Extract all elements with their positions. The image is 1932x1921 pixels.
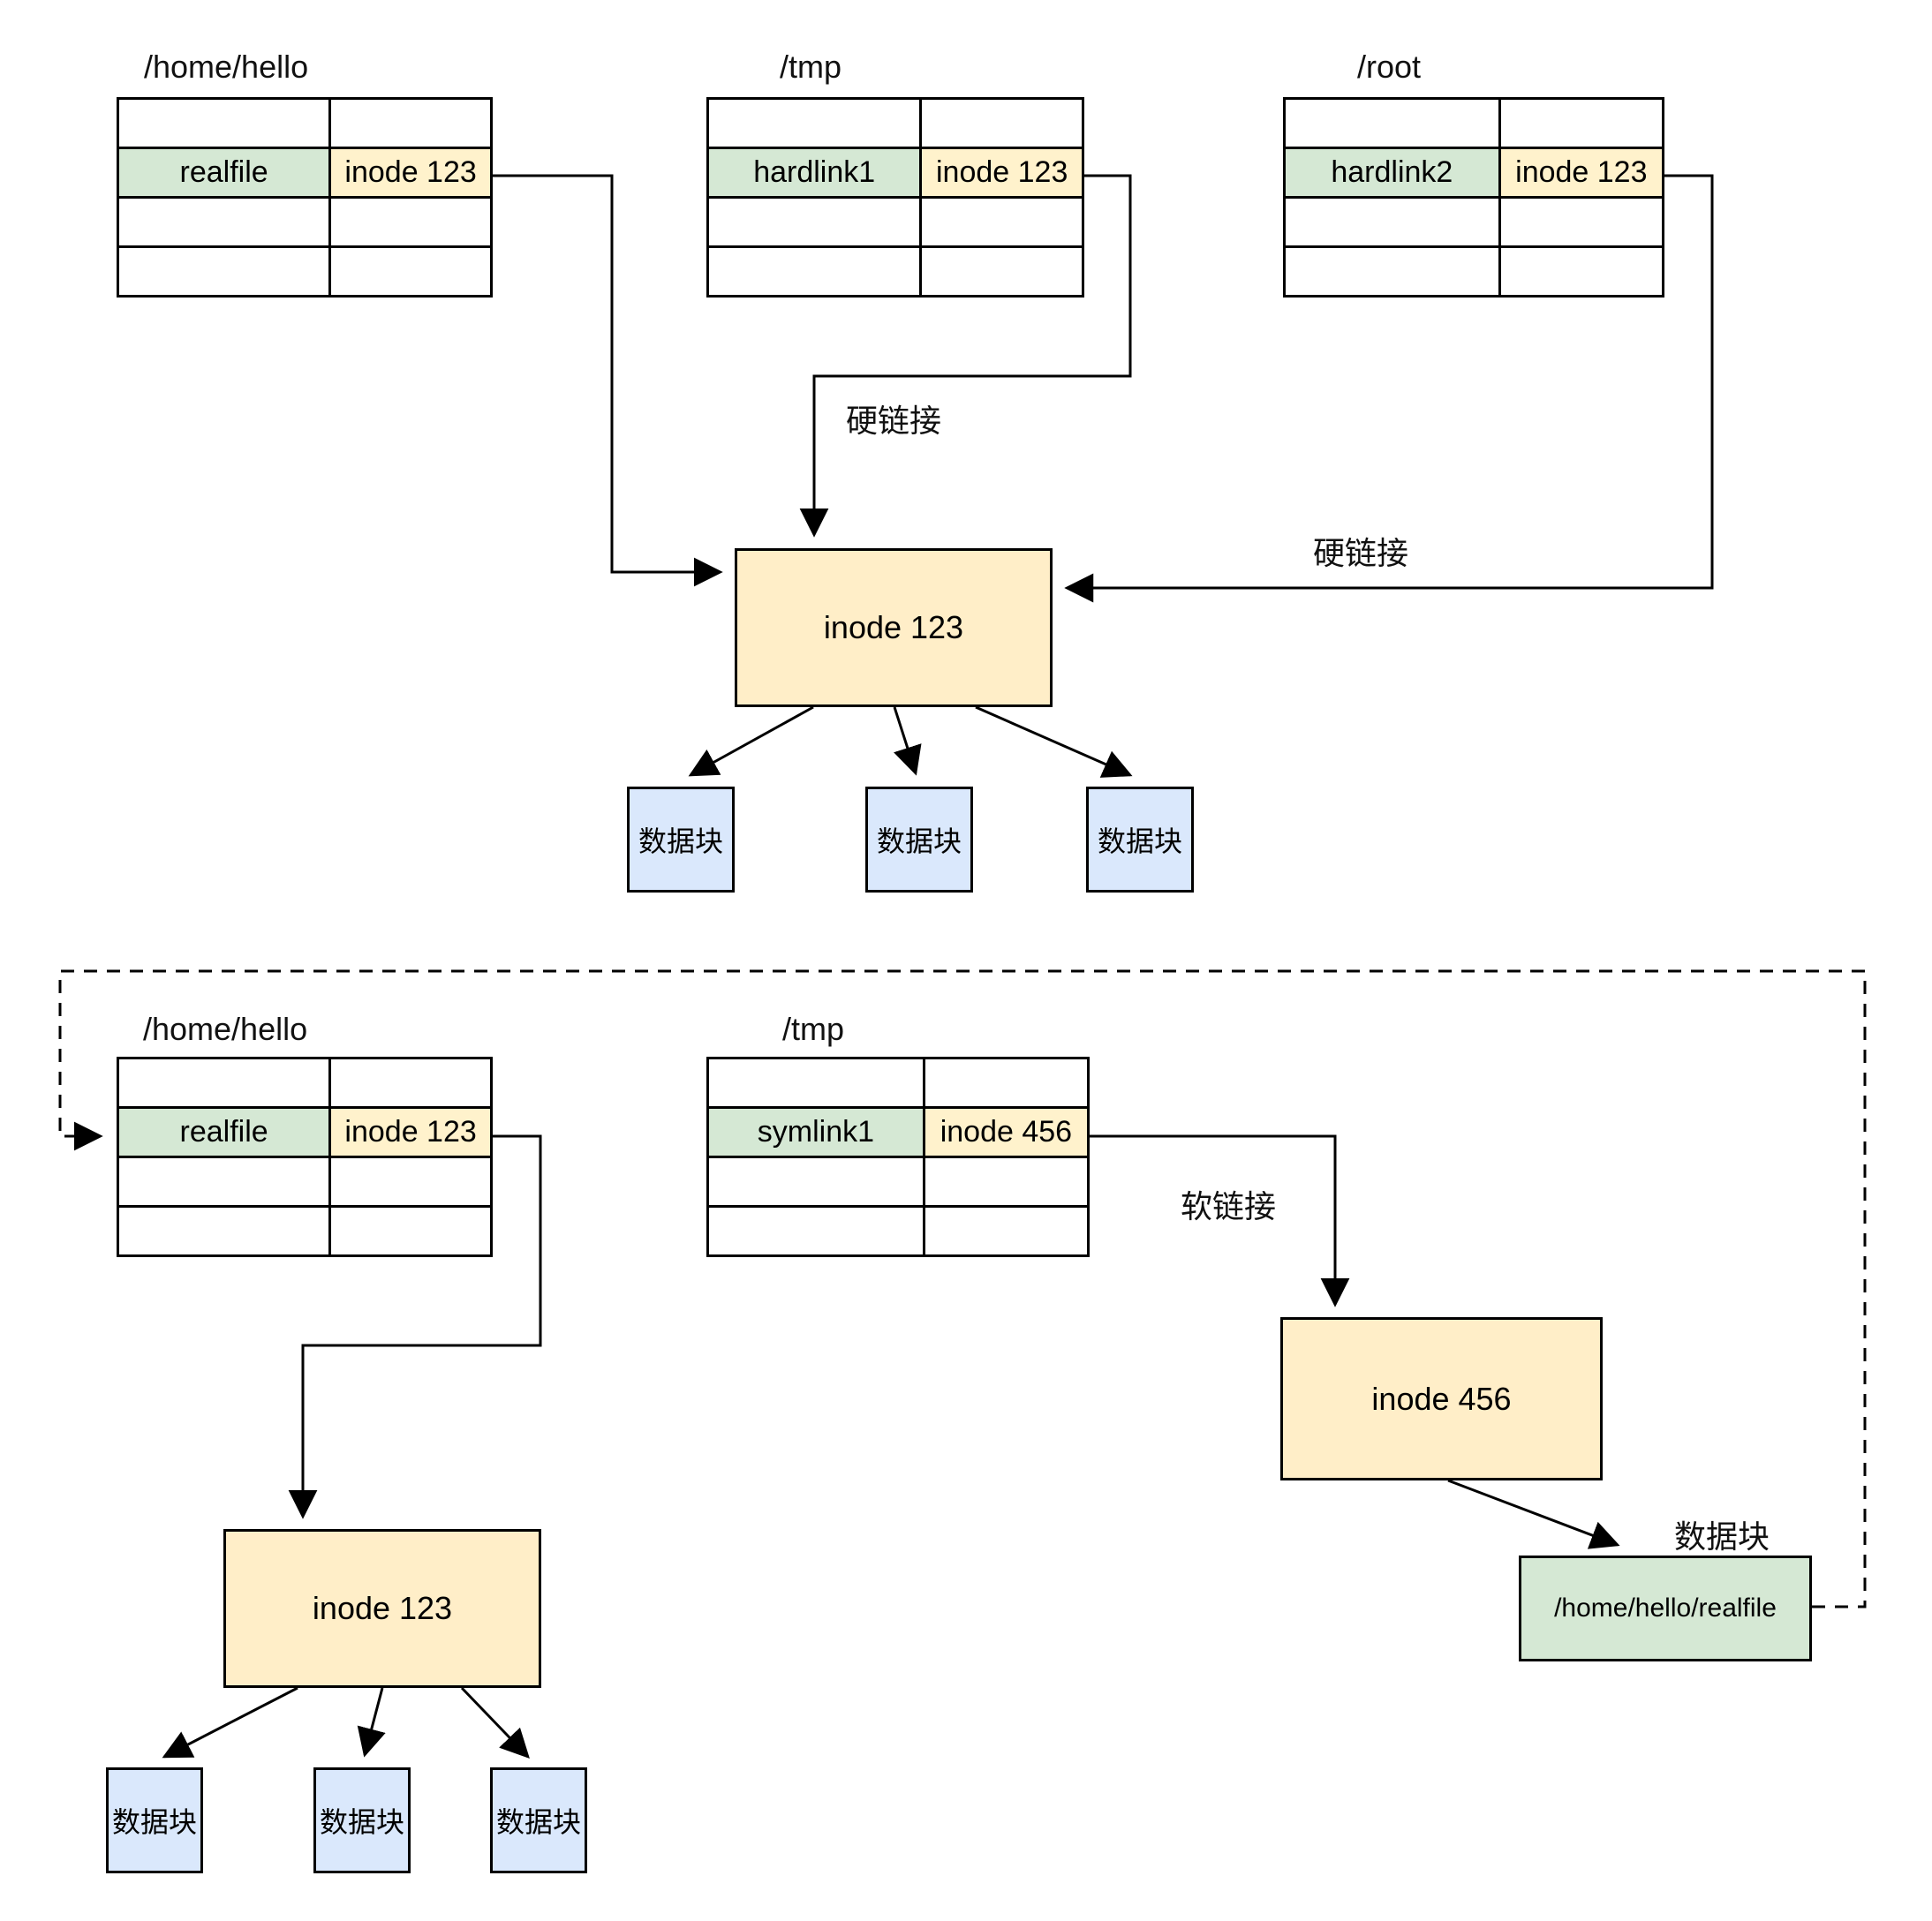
entry-inode-456: inode 456 bbox=[924, 1109, 1087, 1156]
dir-table-tmp-top: hardlink1 inode 123 bbox=[706, 97, 1084, 298]
inode-456-box: inode 456 bbox=[1280, 1317, 1603, 1480]
empty-cell bbox=[331, 100, 490, 147]
data-block: 数据块 bbox=[1086, 787, 1194, 893]
dir-title-home-hello-bottom: /home/hello bbox=[143, 1011, 308, 1047]
arrow-hardlink2-to-inode123 bbox=[1064, 174, 1714, 603]
realfile-path-datablock: /home/hello/realfile bbox=[1519, 1556, 1812, 1661]
entry-name-hardlink1: hardlink1 bbox=[709, 149, 923, 196]
data-block: 数据块 bbox=[490, 1767, 587, 1873]
arrow-inode123-to-datablock-2 bbox=[893, 706, 922, 776]
arrow-realfile-to-inode123 bbox=[487, 174, 723, 587]
arrow-inode123b-to-datablock-3 bbox=[460, 1686, 530, 1759]
empty-cell bbox=[331, 1059, 490, 1106]
empty-cell bbox=[925, 1208, 1087, 1254]
arrow-inode123-to-datablock-1 bbox=[688, 705, 814, 777]
dir-title-tmp-top: /tmp bbox=[780, 49, 842, 85]
arrow-realfile-to-inode123-bottom bbox=[288, 1134, 542, 1519]
dir-title-home-hello-top: /home/hello bbox=[144, 49, 309, 85]
empty-cell bbox=[331, 1208, 490, 1254]
empty-cell bbox=[119, 1158, 332, 1205]
empty-cell bbox=[1286, 248, 1501, 295]
data-block: 数据块 bbox=[627, 787, 735, 893]
empty-cell bbox=[119, 199, 332, 245]
arrow-hardlink1-to-inode123 bbox=[799, 174, 1132, 538]
dir-title-root: /root bbox=[1357, 49, 1422, 85]
hardlink-label-root: 硬链接 bbox=[1313, 535, 1409, 571]
empty-cell bbox=[331, 199, 490, 245]
empty-cell bbox=[1501, 100, 1662, 147]
datablock-annotation-label: 数据块 bbox=[1674, 1518, 1770, 1555]
entry-name-realfile: realfile bbox=[119, 149, 332, 196]
data-block: 数据块 bbox=[106, 1767, 203, 1873]
entry-inode-123: inode 123 bbox=[331, 149, 490, 196]
empty-cell bbox=[709, 100, 923, 147]
dashed-arrow-path-to-realfile bbox=[58, 969, 1867, 1608]
inode-123-box-top: inode 123 bbox=[735, 548, 1053, 707]
empty-cell bbox=[331, 1158, 490, 1205]
empty-cell bbox=[119, 1059, 332, 1106]
dir-table-root: hardlink2 inode 123 bbox=[1283, 97, 1664, 298]
empty-cell bbox=[1286, 100, 1501, 147]
dir-table-home-hello-bottom: realfile inode 123 bbox=[117, 1057, 493, 1257]
arrow-inode123b-to-datablock-2 bbox=[357, 1687, 386, 1758]
hardlink-label-tmp: 硬链接 bbox=[846, 403, 942, 439]
dir-table-home-hello-top: realfile inode 123 bbox=[117, 97, 493, 298]
empty-cell bbox=[709, 199, 923, 245]
empty-cell bbox=[922, 100, 1082, 147]
entry-inode-123: inode 123 bbox=[1500, 149, 1662, 196]
empty-cell bbox=[922, 199, 1082, 245]
empty-cell bbox=[709, 248, 923, 295]
dir-title-tmp-bottom: /tmp bbox=[782, 1011, 845, 1047]
empty-cell bbox=[331, 248, 490, 295]
empty-cell bbox=[925, 1059, 1087, 1106]
empty-cell bbox=[922, 248, 1082, 295]
empty-cell bbox=[709, 1208, 925, 1254]
data-block: 数据块 bbox=[865, 787, 973, 893]
empty-cell bbox=[925, 1158, 1087, 1205]
empty-cell bbox=[119, 1208, 332, 1254]
inode-123-box-bottom: inode 123 bbox=[223, 1529, 541, 1688]
empty-cell bbox=[709, 1158, 925, 1205]
arrow-inode123-to-datablock-3 bbox=[975, 705, 1133, 778]
empty-cell bbox=[1286, 199, 1501, 245]
entry-inode-123: inode 123 bbox=[922, 149, 1082, 196]
empty-cell bbox=[1501, 199, 1662, 245]
arrow-inode123b-to-datablock-1 bbox=[162, 1686, 298, 1759]
arrow-inode456-to-path-datablock bbox=[1447, 1479, 1620, 1549]
data-block: 数据块 bbox=[313, 1767, 411, 1873]
dir-table-tmp-bottom: symlink1 inode 456 bbox=[706, 1057, 1090, 1257]
softlink-label: 软链接 bbox=[1181, 1188, 1277, 1224]
entry-name-symlink1: symlink1 bbox=[709, 1109, 925, 1156]
empty-cell bbox=[709, 1059, 925, 1106]
empty-cell bbox=[1501, 248, 1662, 295]
empty-cell bbox=[119, 248, 332, 295]
arrow-symlink1-to-inode456 bbox=[1084, 1134, 1350, 1307]
entry-name-hardlink2: hardlink2 bbox=[1286, 149, 1501, 196]
entry-inode-123: inode 123 bbox=[331, 1109, 490, 1156]
entry-name-realfile: realfile bbox=[119, 1109, 332, 1156]
empty-cell bbox=[119, 100, 332, 147]
